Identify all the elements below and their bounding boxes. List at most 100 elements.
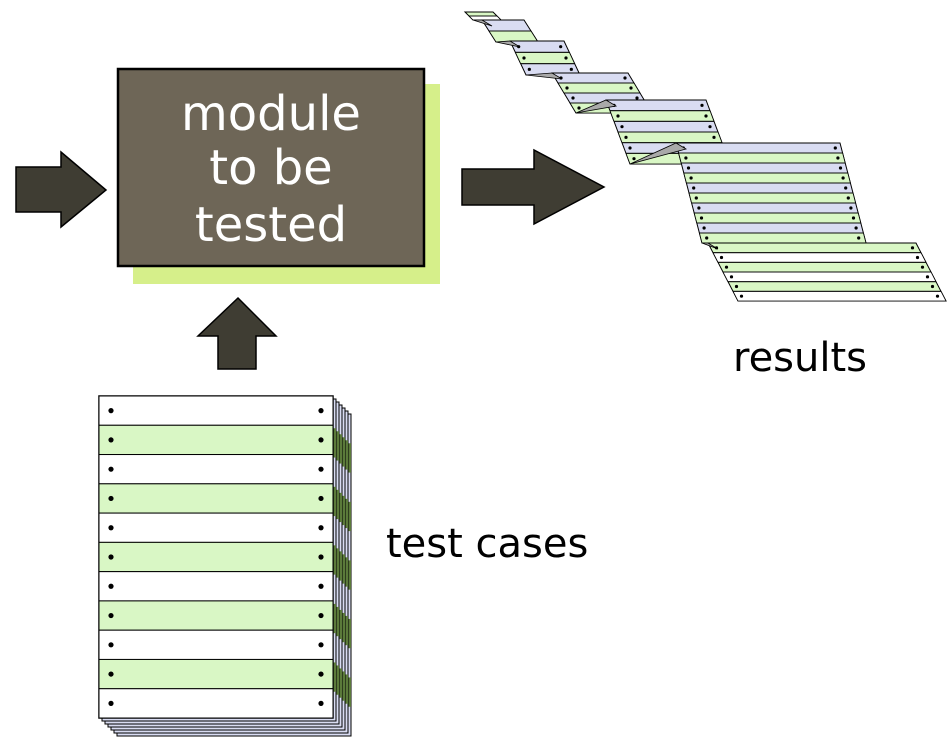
printout-hole-dot [920,265,925,269]
printout-hole-dot [624,135,628,139]
printout-hole-dot [935,294,940,298]
printout-hole-dot [522,56,526,60]
printout-hole-dot [623,76,627,80]
printout-hole-dot [692,186,696,190]
printout-hole-dot [689,176,693,180]
printout-hole-dot [910,246,915,250]
stack-sheet-edge [339,609,342,640]
stack-row-band [98,658,334,690]
printout-hole-dot [844,186,848,190]
printout-hole-dot [836,156,840,160]
printout-hole-dot [849,206,853,210]
stack-sheet-edge [348,443,351,473]
printout-hole-dot [729,275,734,279]
stack-sheet-edge [339,668,342,698]
stack-row-band [98,424,334,456]
stack-hole-dot [318,612,324,619]
printout-band [678,152,846,164]
module-label-line-3: tested [195,197,347,253]
stack-sheet-edge [339,492,342,523]
printout-hole-dot [846,196,850,200]
printout-hole-dot [564,56,568,60]
stack-sheet-edge [348,618,351,649]
stack-hole-dot [108,642,114,648]
stack-sheet-edge [333,603,336,634]
stack-row-band [98,629,334,660]
stack-hole-dot [318,554,324,560]
printout-band [722,271,937,283]
stack-hole-dot [318,671,324,677]
printout-hole-dot [700,103,704,107]
stack-hole-dot [318,700,324,706]
printout-hole-dot [915,255,920,260]
stack-row-band [98,571,334,602]
stack-row-band [98,483,334,514]
printout-hole-dot [705,236,709,240]
stack-hole-dot [318,437,324,443]
test-cases-stack-icon [98,395,352,737]
stack-sheet-edge [348,677,351,707]
stack-sheet-edge [342,554,345,584]
printout-hole-dot [565,86,569,90]
stack-hole-dot [318,495,324,502]
stack-sheet-edge [345,498,348,529]
input-arrow-icon [15,150,108,229]
printout-fold [525,72,563,80]
stack-hole-dot [318,525,324,531]
printout-hole-dot [569,67,573,71]
stack-sheet-edge [348,501,351,532]
printout-hole-dot [686,166,691,170]
printout-hole-dot [854,226,858,230]
printout-hole-dot [702,226,706,230]
stack-row-band [98,688,334,719]
stack-hole-dot [108,437,114,443]
stack-sheet-edge [345,440,348,470]
module-label-line-1: module [181,86,361,142]
stack-sheet-edge [333,486,336,517]
printout-hole-dot [857,236,861,240]
printout-band [557,82,641,94]
stack-row-band [98,541,334,573]
stack-hole-dot [318,408,324,414]
printout-hole-dot [571,96,575,100]
printout-band [688,192,857,204]
printout-hole-dot [708,125,712,129]
printout-band [732,290,947,302]
up-arrow-icon [196,296,278,370]
printout-hole-dot [699,216,704,220]
printout-band [698,232,867,244]
printout-band [488,30,539,43]
printout-hole-dot [616,114,620,118]
printout-hole-dot [739,294,744,298]
stack-sheet-edge [333,662,336,692]
stack-sheet-edge [333,545,336,575]
stack-row-band [98,600,334,631]
stack-sheet-edge [336,431,339,461]
stack-hole-dot [318,466,324,472]
printout-hole-dot [925,275,930,279]
printout-band [468,15,502,21]
stack-sheet-edge [336,489,339,520]
stack-hole-dot [108,583,114,589]
printout-fold [629,142,688,165]
stack-hole-dot [108,495,114,502]
printout-band [617,131,723,144]
stack-row-band [98,512,334,543]
module-label-line-2: to be [209,140,332,196]
stack-row-band [98,395,334,426]
stack-sheet-edge [333,428,336,458]
stack-sheet-edge [339,434,342,464]
printout-hole-dot [629,86,633,90]
results-printout-icon [463,11,947,302]
printout-band [683,172,851,184]
stack-hole-dot [108,554,114,560]
printout-hole-dot [724,265,729,269]
printout-hole-dot [704,114,708,118]
stack-sheet-edge [339,551,342,581]
printout-band [712,252,927,263]
printout-fold [472,19,493,27]
printout-hole-dot [712,135,716,139]
stack-hole-dot [318,642,324,648]
printout-band [693,212,862,224]
